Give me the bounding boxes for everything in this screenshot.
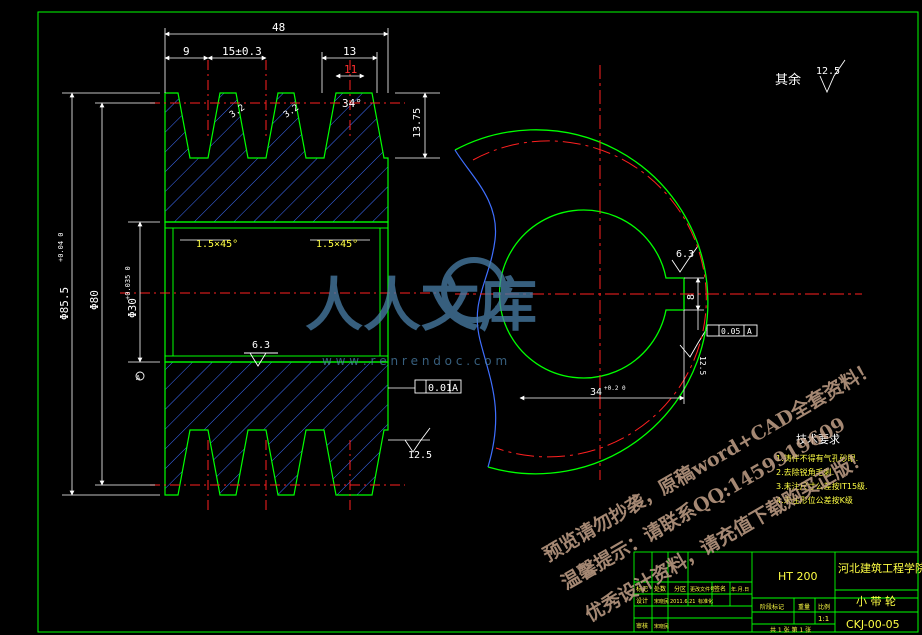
- dim-outer-tol: +0.04 0: [57, 232, 65, 262]
- title-row-label: 签名: [714, 585, 726, 593]
- pulley-section-view: [62, 28, 846, 510]
- title-sheet-info: 共 1 张 第 1 张: [770, 626, 811, 634]
- title-row-label: 更改文件号: [690, 586, 715, 593]
- tech-item: 2.去除锐角毛刺.: [776, 467, 834, 477]
- title-row3-label: 宋晓民: [654, 623, 669, 630]
- keyway-roughness: 6.3: [676, 249, 694, 260]
- dim-bore-tol: +0.035 0: [124, 266, 132, 300]
- chamfer-left: 1.5×45°: [196, 239, 238, 250]
- tech-item: 4.未注形位公差按K级: [776, 495, 853, 505]
- remaining-label: 其余: [775, 72, 801, 88]
- title-row2-label: 宋晓民: [654, 598, 669, 605]
- title-row2-label: 标准化: [698, 598, 713, 605]
- title-row2-label: 2011.6.21: [670, 599, 695, 605]
- tech-title: 技术要求: [796, 433, 840, 446]
- keyway-sym-value: 0.05: [721, 327, 740, 336]
- outer-circle: [454, 129, 709, 475]
- remaining-roughness: 12.5: [816, 66, 840, 77]
- title-row2-label: 设计: [636, 597, 648, 605]
- keyway-sym-datum: A: [747, 327, 752, 336]
- drawing-frame: [37, 11, 919, 633]
- title-part-name: 小 带 轮: [856, 594, 896, 608]
- dim-groove-pitch-a: 9: [183, 45, 190, 58]
- keyway-width: 8: [686, 294, 697, 300]
- upper-rim-section: [164, 92, 389, 223]
- title-row-label: 年.月.日: [731, 586, 749, 593]
- datum-a-label: A: [136, 374, 141, 382]
- title-stage-label: 比例: [818, 603, 830, 611]
- dim-groove-angle: 34°: [342, 97, 362, 110]
- runout-datum: A: [452, 383, 458, 394]
- watermark-logo-text: 人人文库: [305, 271, 537, 339]
- face-roughness: 12.5: [408, 450, 432, 461]
- title-row-label: 处数: [654, 585, 666, 593]
- title-material: HT 200: [778, 570, 817, 583]
- dim-total-width: 48: [272, 21, 285, 34]
- title-row-label: 标记: [636, 585, 648, 593]
- keyway-depth-tol: +0.2 0: [604, 385, 626, 392]
- watermark-logo-url: w w w . r e n r e n d o c . c o m: [322, 354, 507, 368]
- title-stage-label: 阶段标记: [760, 603, 784, 611]
- title-school: 河北建筑工程学院: [838, 561, 922, 575]
- title-row-label: 分区: [674, 585, 686, 593]
- chamfer-right: 1.5×45°: [316, 239, 358, 250]
- keyway-depth: 34: [590, 387, 602, 398]
- dim-groove-top: 13: [343, 45, 356, 58]
- dim-mid-dia: Φ80: [88, 290, 101, 310]
- tech-item: 1.铸件不得有气孔砂眼.: [776, 453, 858, 463]
- runout-value: 0.01: [428, 383, 452, 394]
- dim-groove-pitch-b: 15±0.3: [222, 45, 262, 58]
- watermark-logo: 人人文库 w w w . r e n r e n d o c . c o m: [305, 257, 537, 368]
- title-scale: 1:1: [818, 615, 829, 623]
- tech-requirements: 技术要求 1.铸件不得有气孔砂眼. 2.去除锐角毛刺. 3.未注尺寸公差按IT1…: [776, 433, 868, 505]
- title-stage-label: 重量: [798, 603, 810, 611]
- dim-bore-dia: Φ30: [126, 298, 139, 318]
- tech-item: 3.未注尺寸公差按IT15级.: [776, 481, 868, 491]
- title-row3-label: 审核: [636, 622, 648, 630]
- lower-rim-section: [164, 361, 389, 496]
- title-block: [633, 551, 919, 633]
- bore-outline: [164, 221, 389, 363]
- dim-height-right: 13.75: [412, 108, 423, 138]
- dim-outer-dia: Φ85.5: [58, 287, 71, 320]
- keyway-roughness-2: 12.5: [698, 356, 707, 375]
- bore-roughness: 6.3: [252, 340, 270, 351]
- dim-groove-red: 11: [344, 63, 357, 76]
- title-drawing-no: CKJ-00-05: [846, 618, 900, 631]
